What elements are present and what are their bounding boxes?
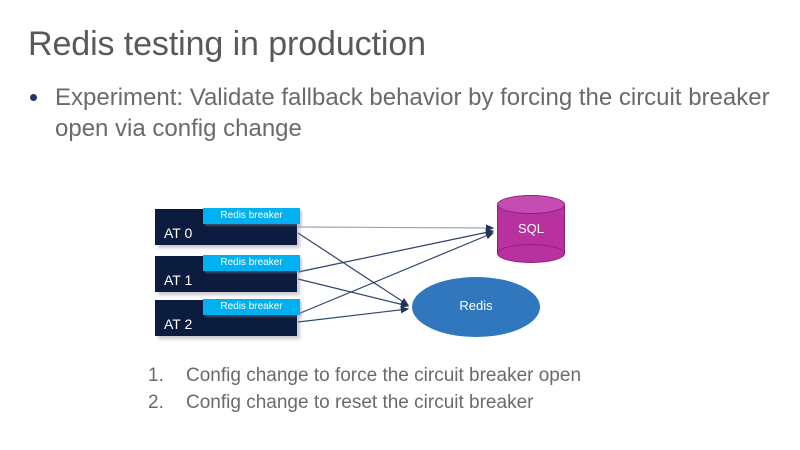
redis-breaker-label: Redis breaker [220,301,283,312]
redis-node-label: Redis [459,298,493,313]
connector-at2-redis [297,306,410,323]
list-item: 1. Config change to force the circuit br… [148,362,581,389]
list-item: 2. Config change to reset the circuit br… [148,389,581,416]
step-text: Config change to reset the circuit break… [186,392,534,413]
at-node-label: AT 1 [164,272,193,288]
at-node-label: AT 2 [164,316,193,332]
redis-breaker-chip-0[interactable]: Redis breaker [203,208,300,224]
at-node-1[interactable]: AT 1 Redis breaker [155,255,300,292]
connector-at1-sql [297,228,495,273]
list-item: Experiment: Validate fallback behavior b… [24,82,784,144]
connector-at0-redis [297,232,410,306]
redis-breaker-chip-2[interactable]: Redis breaker [203,299,300,315]
cylinder-bottom [497,244,565,263]
connector-at1-redis [297,278,410,308]
at-node-2[interactable]: AT 2 Redis breaker [155,299,300,336]
bullet-list: Experiment: Validate fallback behavior b… [24,82,784,144]
steps-list: 1. Config change to force the circuit br… [148,362,581,416]
at-node-0[interactable]: AT 0 Redis breaker [155,208,300,245]
at-node-label: AT 0 [164,225,193,241]
sql-database-node[interactable]: SQL [497,195,565,263]
redis-breaker-chip-1[interactable]: Redis breaker [203,255,300,271]
step-text: Config change to force the circuit break… [186,365,582,386]
connector-at0-sql [297,224,495,232]
sql-node-label: SQL [517,221,544,236]
bullet-dot-icon [30,94,37,101]
redis-breaker-label: Redis breaker [220,257,283,268]
cylinder-top [497,195,565,214]
page-title: Redis testing in production [28,25,426,63]
step-number: 2. [148,392,164,413]
redis-breaker-label: Redis breaker [220,210,283,221]
redis-cache-node[interactable]: Redis [412,277,540,337]
connector-at2-sql [297,232,495,315]
cylinder-side-right [564,204,565,254]
bullet-text: Experiment: Validate fallback behavior b… [55,84,770,142]
cylinder-side-left [497,204,498,254]
step-number: 1. [148,365,164,386]
